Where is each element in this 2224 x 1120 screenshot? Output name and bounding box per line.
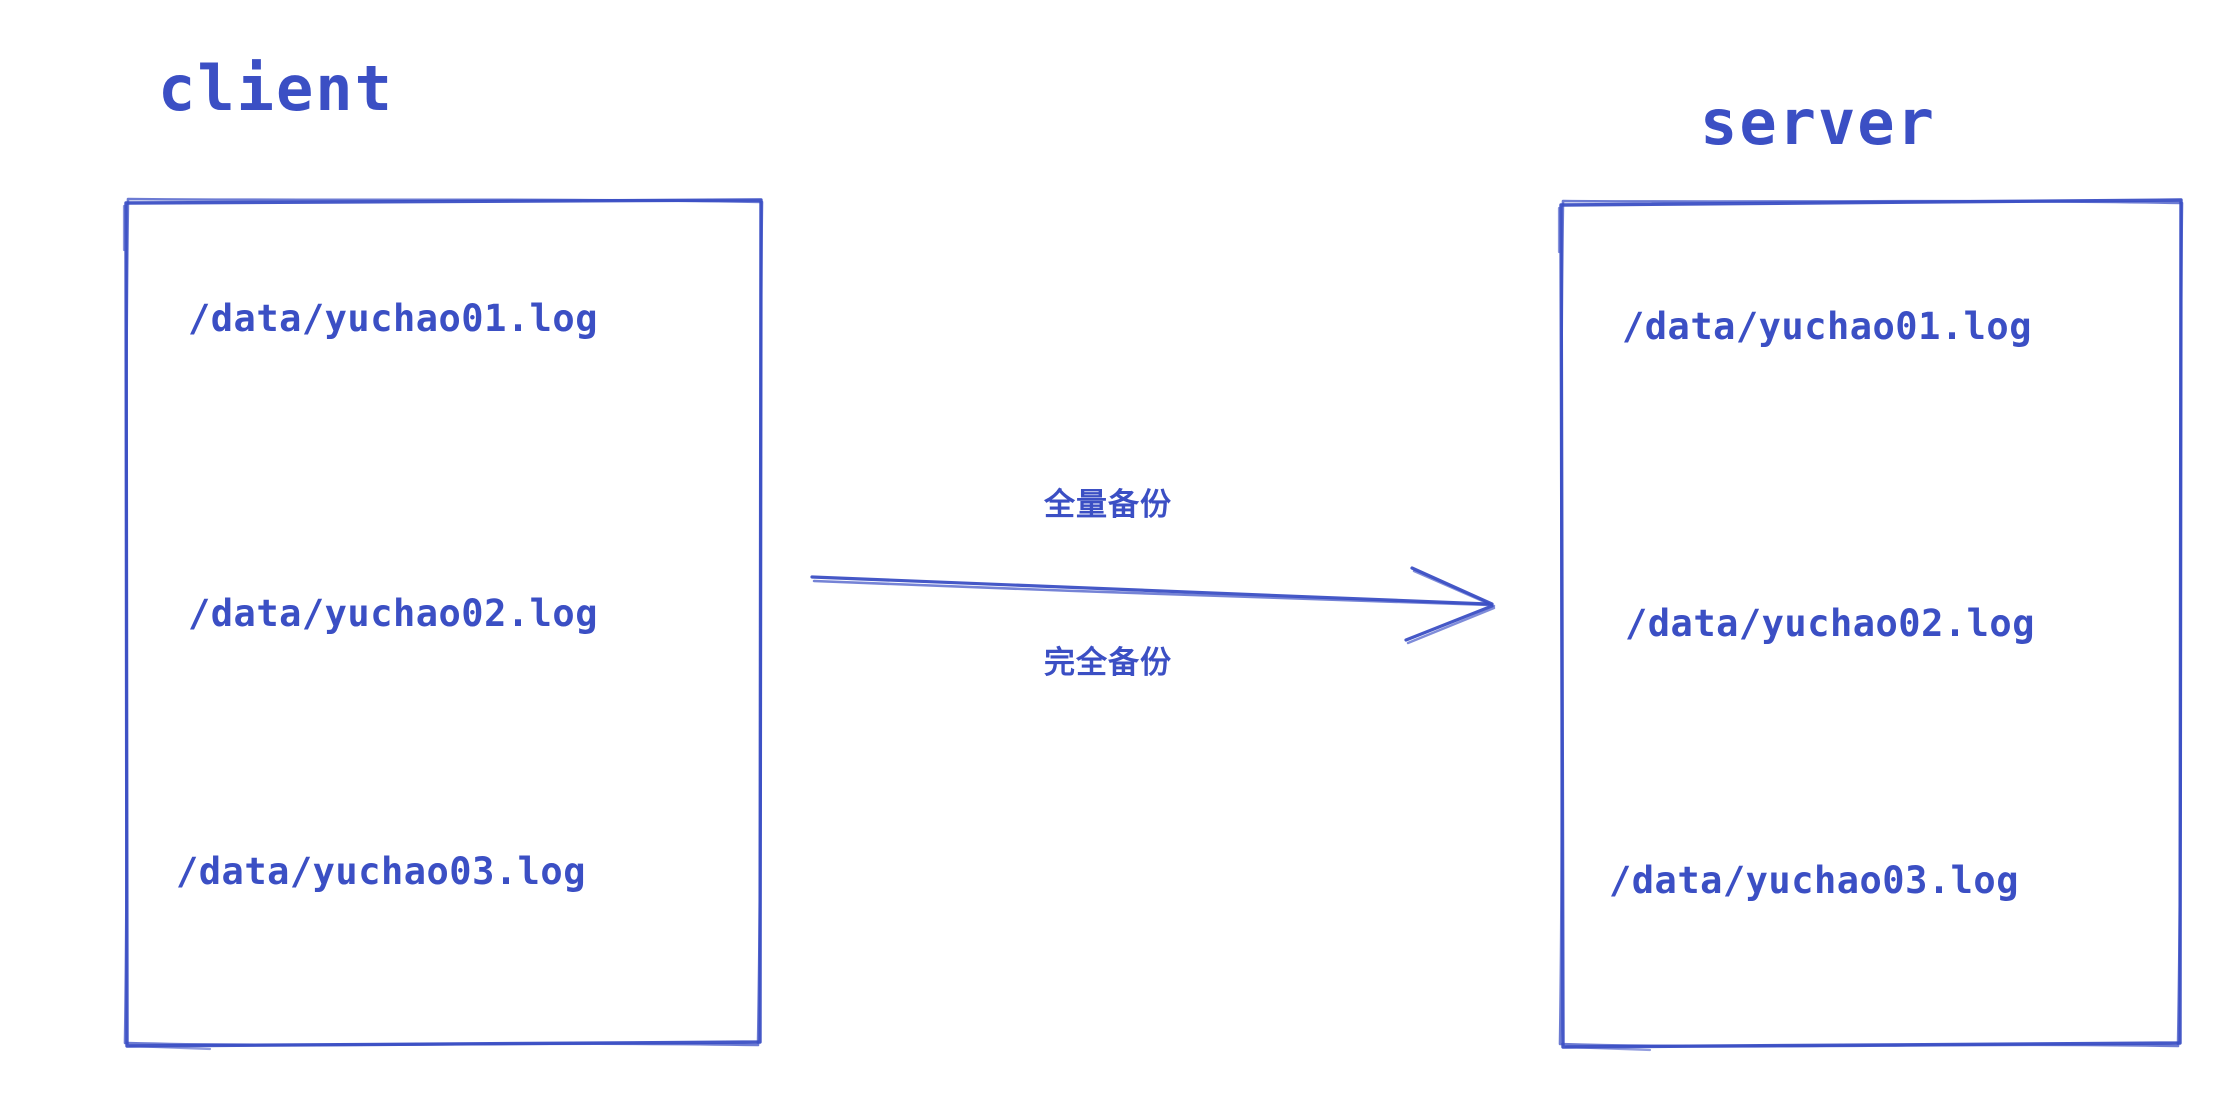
backup-arrow — [810, 566, 1496, 645]
server-file-path-2: /data/yuchao02.log — [1625, 602, 2035, 645]
server-node-title: server — [1700, 86, 1936, 159]
client-file-path-1: /data/yuchao01.log — [188, 297, 598, 340]
arrow-label-below: 完全备份 — [1044, 645, 1172, 681]
client-file-path-2: /data/yuchao02.log — [188, 592, 598, 635]
client-file-path-3: /data/yuchao03.log — [176, 850, 586, 893]
server-file-path-3: /data/yuchao03.log — [1609, 859, 2019, 902]
server-file-path-1: /data/yuchao01.log — [1622, 305, 2032, 348]
client-node-title: client — [158, 52, 394, 125]
arrow-label-above: 全量备份 — [1044, 487, 1172, 523]
